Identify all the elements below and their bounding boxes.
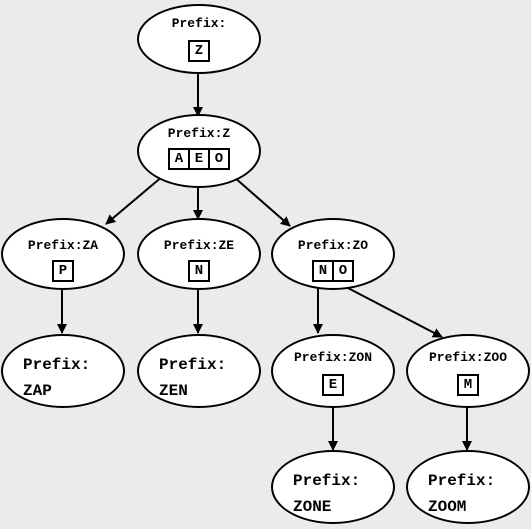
node-zoom-line1: Prefix: (428, 472, 496, 490)
key-o: O (332, 260, 354, 282)
node-zoo: Prefix:ZOO M (406, 334, 530, 408)
node-ze: Prefix:ZE N (137, 218, 261, 290)
node-zen-text: Prefix: ZEN (159, 352, 226, 404)
key-z: Z (188, 40, 210, 62)
node-zap: Prefix: ZAP (1, 334, 125, 408)
node-zap-line2: ZAP (23, 382, 52, 400)
node-root: Prefix: Z (137, 4, 261, 74)
node-z-keys: A E O (139, 148, 259, 170)
node-zap-text: Prefix: ZAP (23, 352, 90, 404)
node-zen-line1: Prefix: (159, 356, 227, 374)
node-zon: Prefix:ZON E (271, 334, 395, 408)
key-n: N (188, 260, 210, 282)
key-o: O (208, 148, 230, 170)
node-zoom: Prefix: ZOOM (406, 450, 530, 524)
node-zen: Prefix: ZEN (137, 334, 261, 408)
key-n: N (312, 260, 334, 282)
edge-zo-zoo (345, 286, 443, 338)
key-e: E (322, 374, 344, 396)
node-zone-text: Prefix: ZONE (293, 468, 360, 520)
node-zone-line1: Prefix: (293, 472, 361, 490)
node-zo-keys: N O (273, 260, 393, 282)
node-za-keys: P (3, 260, 123, 282)
node-z: Prefix:Z A E O (137, 114, 261, 188)
key-p: P (52, 260, 74, 282)
key-e: E (188, 148, 210, 170)
node-zon-keys: E (273, 374, 393, 396)
node-z-prefix: Prefix:Z (167, 126, 231, 141)
node-zon-prefix: Prefix:ZON (293, 350, 372, 365)
node-root-keys: Z (139, 40, 259, 62)
node-zoom-text: Prefix: ZOOM (428, 468, 495, 520)
node-zen-line2: ZEN (159, 382, 188, 400)
key-a: A (168, 148, 190, 170)
key-m: M (457, 374, 479, 396)
node-zone: Prefix: ZONE (271, 450, 395, 524)
node-zoo-prefix: Prefix:ZOO (428, 350, 507, 365)
node-zo: Prefix:ZO N O (271, 218, 395, 290)
node-ze-prefix: Prefix:ZE (163, 238, 235, 253)
node-zone-line2: ZONE (293, 498, 332, 516)
node-za: Prefix:ZA P (1, 218, 125, 290)
node-ze-keys: N (139, 260, 259, 282)
node-root-prefix: Prefix: (171, 16, 227, 31)
node-zoo-keys: M (408, 374, 528, 396)
node-za-prefix: Prefix:ZA (27, 238, 99, 253)
node-zo-prefix: Prefix:ZO (297, 238, 369, 253)
node-zoom-line2: ZOOM (428, 498, 467, 516)
node-zap-line1: Prefix: (23, 356, 91, 374)
